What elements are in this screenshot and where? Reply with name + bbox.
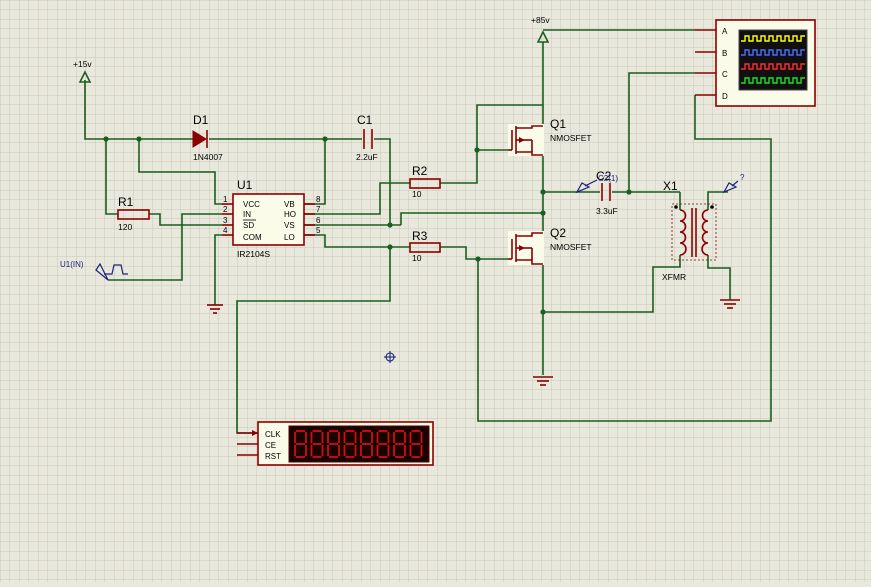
counter-digits — [294, 430, 423, 458]
svg-text:D: D — [722, 92, 728, 101]
seven-segment-digit — [393, 430, 406, 458]
svg-text:C2: C2 — [596, 169, 612, 183]
ground-symbol — [720, 299, 740, 309]
svg-text:6: 6 — [316, 216, 321, 225]
pulse-generator[interactable]: U1(IN) — [60, 260, 128, 281]
scope-trace-d — [741, 77, 805, 84]
svg-text:4: 4 — [223, 226, 228, 235]
svg-text:D1: D1 — [193, 113, 209, 127]
svg-text:5: 5 — [316, 226, 321, 235]
svg-text:R2: R2 — [412, 164, 428, 178]
ground-symbol — [533, 376, 553, 386]
resistor-r3[interactable]: R3 10 — [409, 229, 441, 263]
svg-text:B: B — [722, 49, 727, 58]
svg-text:A: A — [722, 27, 728, 36]
svg-text:XFMR: XFMR — [662, 272, 686, 282]
driver-ic-u1[interactable]: U1 1 2 3 4 VCC IN SD COM 8 7 6 5 VB HO V… — [222, 178, 321, 259]
svg-text:IR2104S: IR2104S — [237, 249, 270, 259]
svg-text:1: 1 — [223, 195, 228, 204]
svg-text:7: 7 — [316, 205, 321, 214]
svg-text:C2(1): C2(1) — [598, 174, 618, 183]
counter-display — [288, 425, 430, 463]
svg-text:8: 8 — [316, 195, 321, 204]
svg-text:+85v: +85v — [531, 15, 550, 25]
origin-marker-icon — [384, 351, 396, 363]
resistor-r1[interactable]: R1 120 — [117, 195, 150, 232]
svg-text:3: 3 — [223, 216, 228, 225]
mosfet-q1[interactable]: Q1 NMOSFET — [508, 117, 592, 156]
svg-text:1N4007: 1N4007 — [193, 152, 223, 162]
svg-text:U1(IN): U1(IN) — [60, 260, 84, 269]
junctions — [103, 136, 632, 315]
power-15v-terminal[interactable]: +15v — [73, 59, 92, 83]
svg-text:3.3uF: 3.3uF — [596, 206, 618, 216]
svg-text:NMOSFET: NMOSFET — [550, 242, 592, 252]
wires — [84, 29, 772, 434]
svg-text:R3: R3 — [412, 229, 428, 243]
svg-text:X1: X1 — [663, 179, 678, 193]
svg-text:RST: RST — [265, 452, 281, 461]
svg-text:10: 10 — [412, 253, 422, 263]
svg-text:VB: VB — [284, 200, 295, 209]
ic-body — [232, 193, 305, 246]
svg-text:120: 120 — [118, 222, 132, 232]
transformer-x1[interactable]: X1 XFMR — [662, 179, 717, 282]
svg-text:CLK: CLK — [265, 430, 281, 439]
oscilloscope[interactable]: A B C D — [695, 19, 816, 107]
seven-segment-digit — [310, 430, 324, 458]
counter-timer[interactable]: CLK CE RST — [237, 421, 434, 466]
ground-symbol — [207, 304, 223, 314]
svg-text:U1: U1 — [237, 178, 253, 192]
seven-segment-digit — [376, 430, 390, 458]
svg-text:10: 10 — [412, 189, 422, 199]
svg-text:C: C — [722, 70, 728, 79]
svg-text:SD: SD — [243, 221, 254, 230]
seven-segment-digit — [409, 430, 423, 458]
seven-segment-digit — [294, 430, 307, 458]
seven-segment-digit — [360, 430, 373, 458]
scope-trace-b — [741, 49, 805, 56]
svg-text:NMOSFET: NMOSFET — [550, 133, 592, 143]
diode-d1[interactable]: D1 1N4007 — [192, 113, 223, 162]
svg-text:Q2: Q2 — [550, 226, 566, 240]
seven-segment-digit — [343, 430, 357, 458]
capacitor-c1[interactable]: C1 2.2uF — [356, 113, 378, 162]
capacitor-c2[interactable]: C2 3.3uF — [596, 169, 618, 216]
svg-text:R1: R1 — [118, 195, 134, 209]
svg-text:HO: HO — [284, 210, 296, 219]
svg-text:C1: C1 — [357, 113, 373, 127]
svg-text:Q1: Q1 — [550, 117, 566, 131]
resistor-r2[interactable]: R2 10 — [409, 164, 441, 199]
svg-text:?: ? — [740, 173, 745, 182]
svg-text:2.2uF: 2.2uF — [356, 152, 378, 162]
power-85v-terminal[interactable]: +85v — [531, 15, 550, 43]
scope-trace-c — [741, 63, 805, 70]
svg-text:CE: CE — [265, 441, 276, 450]
svg-text:LO: LO — [284, 233, 295, 242]
svg-text:2: 2 — [223, 205, 228, 214]
voltage-probe-x1[interactable]: ? — [722, 173, 745, 194]
seven-segment-digit — [327, 430, 340, 458]
mosfet-q2[interactable]: Q2 NMOSFET — [508, 226, 592, 265]
svg-text:VS: VS — [284, 221, 295, 230]
svg-text:VCC: VCC — [243, 200, 260, 209]
svg-text:+15v: +15v — [73, 59, 92, 69]
voltage-probe-c2[interactable]: C2(1) — [575, 174, 618, 194]
svg-text:COM: COM — [243, 233, 262, 242]
scope-trace-a — [741, 35, 805, 42]
svg-text:IN: IN — [243, 210, 251, 219]
